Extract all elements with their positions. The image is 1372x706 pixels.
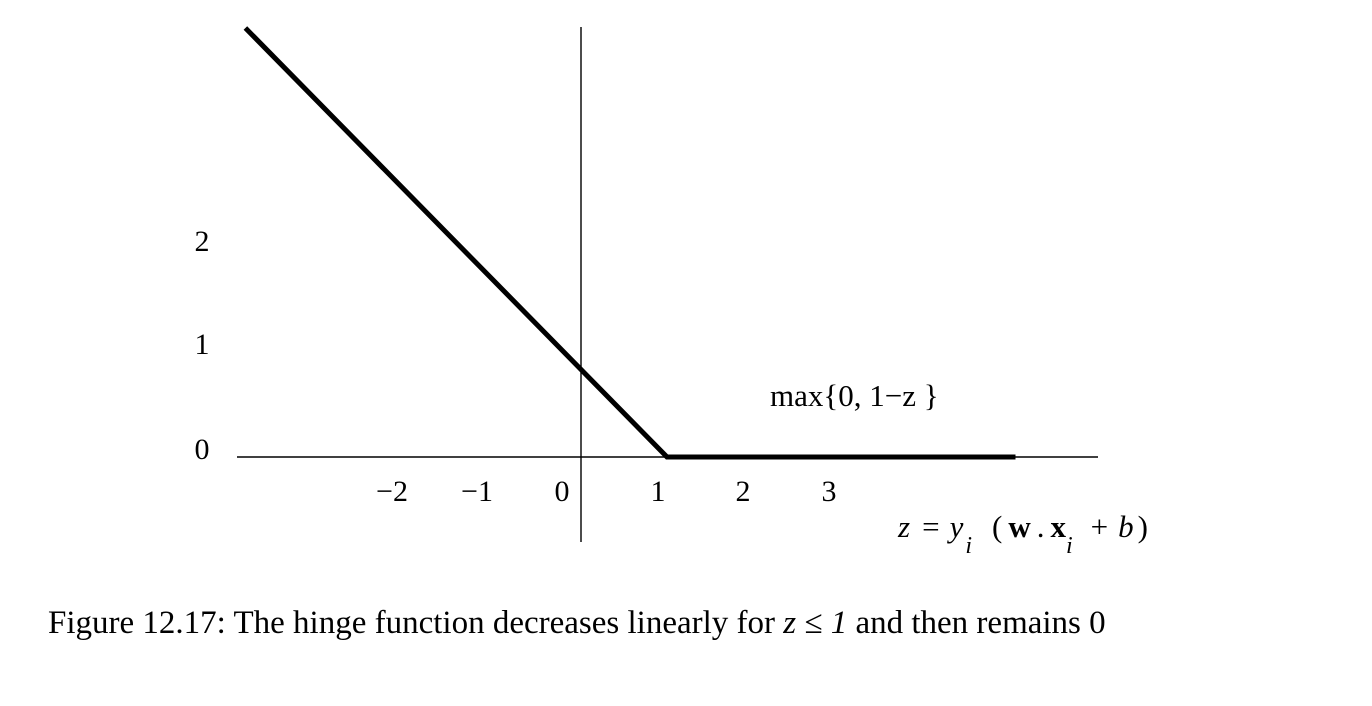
x-tick-label-1: 1 [651,475,666,508]
y-tick-label-2: 2 [195,225,210,258]
x-axis-label: z=yi(w.xi+b) [897,509,1148,559]
caption-prefix: Figure 12.17: The hinge function decreas… [48,605,784,641]
y-tick-label-1: 1 [195,328,210,361]
x-tick-label-neg1: −1 [461,475,493,508]
x-tick-label-0: 0 [555,475,570,508]
figure-caption: Figure 12.17: The hinge function decreas… [48,600,1358,646]
hinge-curve [243,26,1016,460]
y-tick-label-0: 0 [195,433,210,466]
x-tick-label-neg2: −2 [376,475,408,508]
x-tick-label-2: 2 [736,475,751,508]
hinge-chart: 2 1 0 −2 −1 0 1 2 3 max{0, 1−z } z=yi(w.… [195,26,1148,559]
caption-math: z ≤ 1 [783,605,848,641]
caption-suffix: and then remains 0 [847,605,1106,641]
x-tick-label-3: 3 [822,475,837,508]
svg-text:z=yi(w.xi+b): z=yi(w.xi+b) [897,509,1148,559]
function-annotation: max{0, 1−z } [770,378,939,413]
